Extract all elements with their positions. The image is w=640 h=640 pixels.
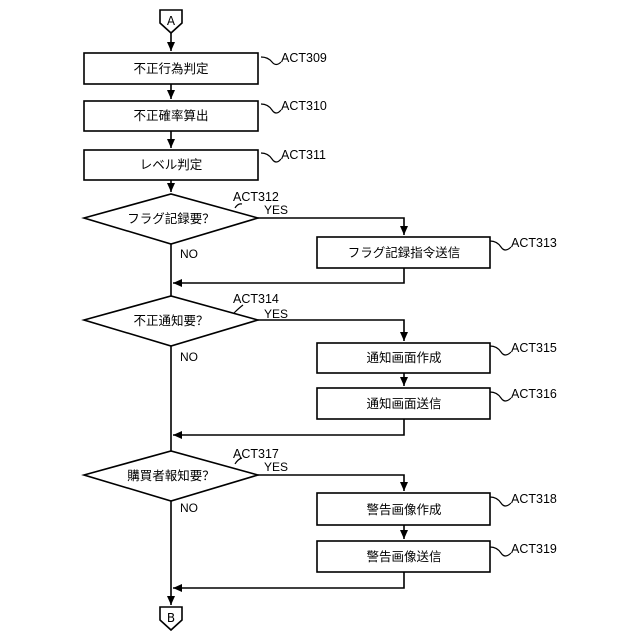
edge-act314-yes (258, 320, 404, 341)
decision-act312-ref: ACT312 (233, 190, 279, 204)
leader-act315 (490, 346, 511, 355)
step-act316-label: 通知画面送信 (366, 396, 441, 411)
end-connector: B (160, 607, 182, 630)
decision-act314-no-label: NO (180, 350, 198, 364)
decision-act317-label: 購買者報知要？ (127, 468, 215, 483)
decision-act312: フラグ記録要？ ACT312 YES NO (84, 190, 288, 261)
step-act309-label: 不正行為判定 (133, 61, 208, 76)
leader-act319 (490, 547, 511, 556)
step-act319-ref: ACT319 (511, 542, 557, 556)
step-act311-ref: ACT311 (281, 148, 326, 162)
step-act311-label: レベル判定 (140, 157, 203, 172)
step-act319-label: 警告画像送信 (366, 549, 441, 564)
step-act315-label: 通知画面作成 (366, 350, 441, 365)
step-act309: 不正行為判定 ACT309 (84, 51, 327, 84)
step-act319: 警告画像送信 ACT319 (317, 541, 557, 572)
decision-act317: 購買者報知要？ ACT317 YES NO (84, 447, 288, 515)
leader-act312 (235, 204, 242, 208)
leader-act318 (490, 497, 511, 506)
step-act311: レベル判定 ACT311 (84, 148, 326, 180)
leader-act316 (490, 392, 511, 401)
decision-act312-yes-label: YES (264, 203, 288, 217)
decision-act317-no-label: NO (180, 501, 198, 515)
step-act310-label: 不正確率算出 (133, 108, 208, 123)
step-act315: 通知画面作成 ACT315 (317, 341, 557, 373)
edge-act319-return (173, 572, 404, 588)
step-act316-ref: ACT316 (511, 387, 557, 401)
step-act318-label: 警告画像作成 (366, 502, 441, 517)
leader-act313 (490, 241, 511, 250)
decision-act314-ref: ACT314 (233, 292, 279, 306)
edge-act317-yes (258, 475, 404, 491)
step-act318: 警告画像作成 ACT318 (317, 492, 557, 525)
step-act310: 不正確率算出 ACT310 (84, 99, 327, 131)
step-act313-label: フラグ記録指令送信 (348, 245, 461, 260)
leader-act311 (261, 153, 281, 162)
step-act313-ref: ACT313 (511, 236, 557, 250)
edge-act316-return (173, 419, 404, 435)
decision-act314-label: 不正通知要？ (133, 313, 208, 328)
step-act315-ref: ACT315 (511, 341, 557, 355)
leader-act310 (261, 104, 281, 113)
decision-act312-label: フラグ記録要？ (127, 211, 215, 226)
end-connector-label: B (167, 611, 175, 625)
decision-act314: 不正通知要？ ACT314 YES NO (84, 292, 288, 364)
step-act309-ref: ACT309 (281, 51, 327, 65)
edge-act313-return (173, 268, 404, 283)
start-connector-label: A (167, 14, 176, 28)
step-act318-ref: ACT318 (511, 492, 557, 506)
step-act313: フラグ記録指令送信 ACT313 (317, 236, 557, 268)
edge-act312-yes (258, 218, 404, 235)
step-act310-ref: ACT310 (281, 99, 327, 113)
decision-act312-no-label: NO (180, 247, 198, 261)
decision-act317-ref: ACT317 (233, 447, 279, 461)
leader-act314 (234, 305, 243, 313)
start-connector: A (160, 10, 182, 33)
step-act316: 通知画面送信 ACT316 (317, 387, 557, 419)
decision-act317-yes-label: YES (264, 460, 288, 474)
leader-act309 (261, 57, 281, 65)
decision-act314-yes-label: YES (264, 307, 288, 321)
